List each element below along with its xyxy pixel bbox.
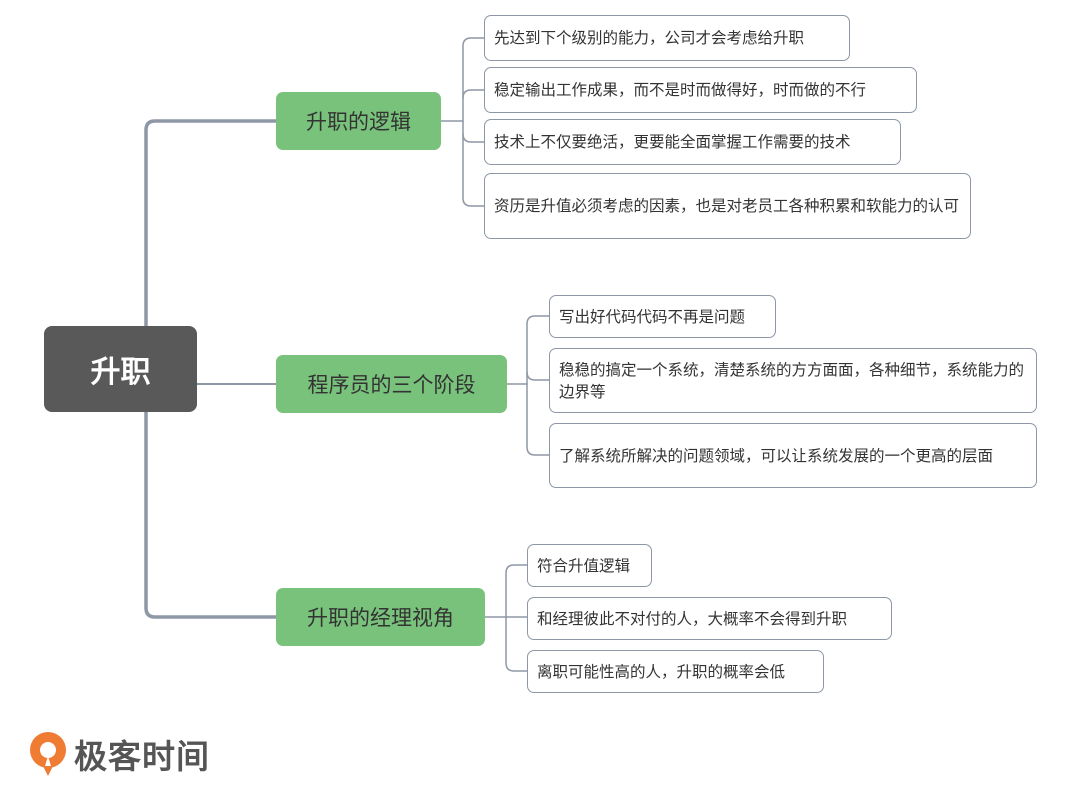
leaf-text: 写出好代码代码不再是问题 [559,307,746,326]
leaf-logic-3: 技术上不仅要绝活，更要能全面掌握工作需要的技术 [484,119,901,165]
leaf-logic-1: 先达到下个级别的能力，公司才会考虑给升职 [484,15,850,61]
leaf-stage-2: 稳稳的搞定一个系统，清楚系统的方方面面，各种细节，系统能力的边界等 [549,348,1037,413]
brand-logo: 极客时间 [28,729,210,779]
leaf-text: 技术上不仅要绝活，更要能全面掌握工作需要的技术 [494,133,851,151]
leaf-manager-2: 和经理彼此不对付的人，大概率不会得到升职 [527,597,892,640]
leaf-stage-3: 了解系统所解决的问题领域，可以让系统发展的一个更高的层面 [549,423,1037,488]
leaf-logic-4: 资历是升值必须考虑的因素，也是对老员工各种积累和软能力的认可 [484,173,971,239]
brand-name: 极客时间 [74,737,210,776]
geektime-logo-icon [30,732,66,776]
leaf-text: 离职可能性高的人，升职的概率会低 [537,662,786,681]
root-topic: 升职 [44,326,197,412]
leaf-manager-3: 离职可能性高的人，升职的概率会低 [527,650,824,693]
leaf-logic-2: 稳定输出工作成果，而不是时而做得好，时而做的不行 [484,67,917,113]
branch-promotion-logic: 升职的逻辑 [276,92,441,150]
leaf-text: 稳定输出工作成果，而不是时而做得好，时而做的不行 [494,81,867,99]
leaf-text: 和经理彼此不对付的人，大概率不会得到升职 [537,609,848,628]
leaf-text: 符合升值逻辑 [537,556,631,575]
leaf-text: 稳稳的搞定一个系统，清楚系统的方方面面，各种细节，系统能力的边界等 [559,360,1025,401]
leaf-manager-1: 符合升值逻辑 [527,544,652,587]
branch-programmer-stages: 程序员的三个阶段 [276,355,507,413]
leaf-text: 先达到下个级别的能力，公司才会考虑给升职 [494,29,805,47]
leaf-text: 了解系统所解决的问题领域，可以让系统发展的一个更高的层面 [559,446,994,465]
leaf-text: 资历是升值必须考虑的因素，也是对老员工各种积累和软能力的认可 [494,197,960,215]
leaf-stage-1: 写出好代码代码不再是问题 [549,295,776,338]
branch-manager-perspective: 升职的经理视角 [276,588,485,646]
